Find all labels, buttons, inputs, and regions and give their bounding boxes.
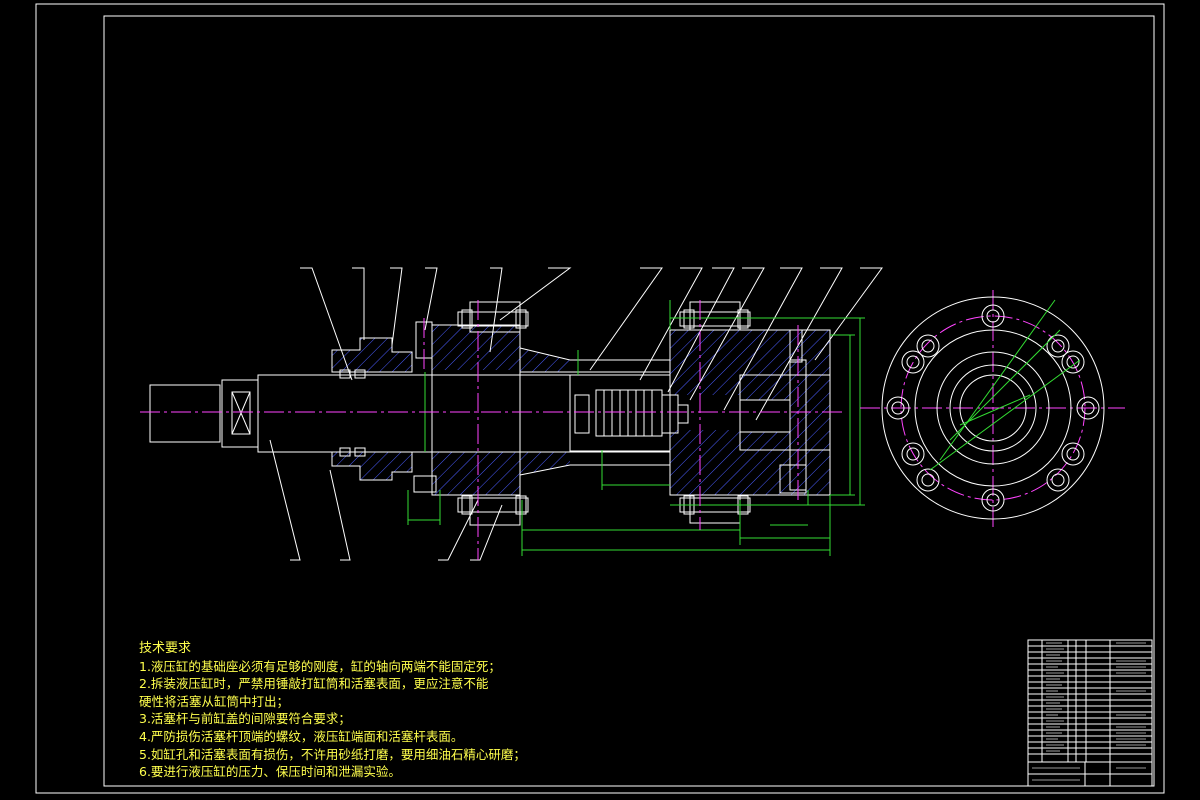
- dimension-lines: [407, 300, 865, 556]
- requirement-item: 2.拆装液压缸时，严禁用锤敲打缸筒和活塞表面，更应注意不能: [139, 676, 489, 692]
- inner-frame: [103, 15, 1155, 787]
- requirement-item: 5.如缸孔和活塞表面有损伤，不许用砂纸打磨，要用细油石精心研磨；: [139, 746, 526, 762]
- outer-border: [35, 3, 1165, 794]
- section-hatching: [332, 325, 830, 495]
- parts-list-table: [1027, 639, 1153, 787]
- end-view-bolts: [886, 304, 1100, 512]
- requirement-item: 硬性将活塞从缸筒中打出；: [139, 693, 290, 709]
- leader-lines: [269, 267, 883, 561]
- cylinder-end-view: [881, 296, 1105, 520]
- requirement-item: 1.液压缸的基础座必须有足够的刚度，缸的轴向两端不能固定死；: [139, 658, 501, 674]
- cylinder-section-view: [149, 301, 831, 526]
- requirement-item: 3.活塞杆与前缸盖的间隙要符合要求；: [139, 711, 351, 727]
- technical-requirements: 技术要求 1.液压缸的基础座必须有足够的刚度，缸的轴向两端不能固定死； 2.拆装…: [139, 640, 526, 781]
- technical-requirements-heading: 技术要求: [139, 641, 192, 656]
- centerlines: [140, 290, 1125, 560]
- requirement-item: 4.严防损伤活塞杆顶端的螺纹，液压缸端面和活塞杆表面。: [139, 728, 464, 744]
- requirement-item: 6.要进行液压缸的压力、保压时间和泄漏实验。: [139, 764, 401, 780]
- table-text-marks: [1032, 642, 1146, 781]
